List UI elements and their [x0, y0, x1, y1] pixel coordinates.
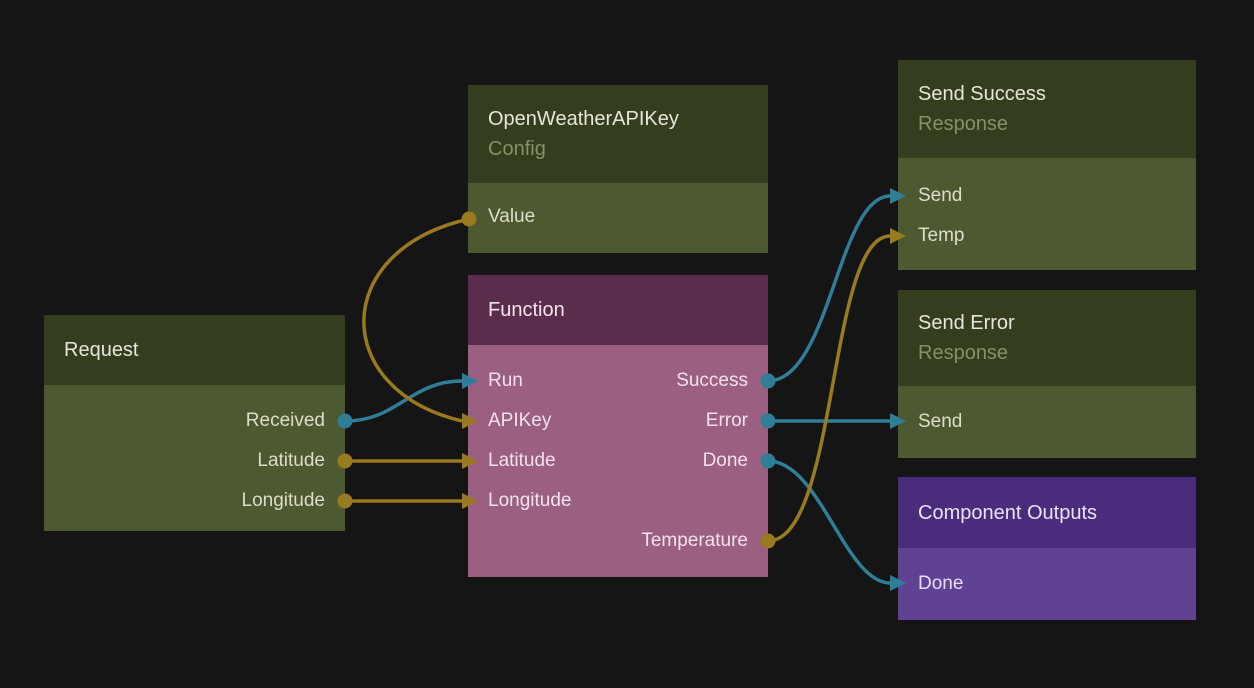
- node-title: Send Error: [918, 312, 1015, 334]
- node-send-error-header[interactable]: Send Error Response: [898, 290, 1196, 386]
- port-openweatherapikey-value[interactable]: Value: [488, 206, 536, 227]
- edge-received-to-run[interactable]: [344, 379, 463, 423]
- node-component-outputs-header[interactable]: Component Outputs: [898, 477, 1196, 548]
- node-title: OpenWeatherAPIKey: [488, 108, 679, 130]
- port-function-longitude[interactable]: Longitude: [488, 490, 572, 511]
- node-openweatherapikey[interactable]: OpenWeatherAPIKey Config Value: [468, 85, 768, 253]
- node-send-success[interactable]: Send Success Response Send Temp: [898, 60, 1196, 270]
- node-subtitle: Config: [488, 138, 546, 160]
- node-title: Request: [64, 339, 139, 361]
- port-send-success-temp[interactable]: Temp: [918, 225, 965, 246]
- node-component-outputs[interactable]: Component Outputs Done: [898, 477, 1196, 620]
- node-openweatherapikey-header[interactable]: OpenWeatherAPIKey Config: [468, 85, 768, 183]
- port-request-received[interactable]: Received: [245, 410, 325, 431]
- node-send-success-body: Send Temp: [898, 158, 1196, 270]
- node-title: Function: [488, 299, 565, 321]
- port-send-success-send[interactable]: Send: [918, 185, 963, 206]
- port-function-run[interactable]: Run: [488, 370, 523, 391]
- node-send-error-body: Send: [898, 386, 1196, 458]
- port-component-outputs-done[interactable]: Done: [918, 573, 964, 594]
- port-function-error[interactable]: Error: [705, 410, 748, 431]
- node-openweatherapikey-body: Value: [468, 183, 768, 253]
- edge-temperature-to-temp[interactable]: [767, 234, 891, 543]
- port-function-apikey[interactable]: APIKey: [488, 410, 552, 431]
- node-send-success-header[interactable]: Send Success Response: [898, 60, 1196, 158]
- node-request-header[interactable]: Request: [44, 315, 345, 385]
- edge-success-to-send[interactable]: [767, 194, 891, 383]
- node-request-body: Received Latitude Longitude: [44, 385, 345, 531]
- node-component-outputs-body: Done: [898, 548, 1196, 620]
- node-subtitle: Response: [918, 113, 1009, 135]
- port-function-success[interactable]: Success: [676, 370, 748, 391]
- port-function-latitude[interactable]: Latitude: [488, 450, 556, 471]
- node-title: Send Success: [918, 83, 1046, 105]
- edge-done-to-done[interactable]: [767, 459, 891, 585]
- node-subtitle: Response: [918, 342, 1009, 364]
- port-request-latitude[interactable]: Latitude: [257, 450, 325, 471]
- node-function-body: Run APIKey Latitude Longitude Success Er…: [468, 345, 768, 577]
- node-function[interactable]: Function Run APIKey Latitude Longitude S…: [468, 275, 768, 577]
- edge-value-to-apikey[interactable]: [362, 217, 470, 423]
- port-send-error-send[interactable]: Send: [918, 411, 963, 432]
- node-function-header[interactable]: Function: [468, 275, 768, 345]
- port-function-done[interactable]: Done: [702, 450, 748, 471]
- node-title: Component Outputs: [918, 501, 1097, 524]
- node-send-error[interactable]: Send Error Response Send: [898, 290, 1196, 458]
- port-function-temperature[interactable]: Temperature: [641, 530, 748, 551]
- port-request-longitude[interactable]: Longitude: [241, 490, 325, 511]
- node-request[interactable]: Request Received Latitude Longitude: [44, 315, 345, 531]
